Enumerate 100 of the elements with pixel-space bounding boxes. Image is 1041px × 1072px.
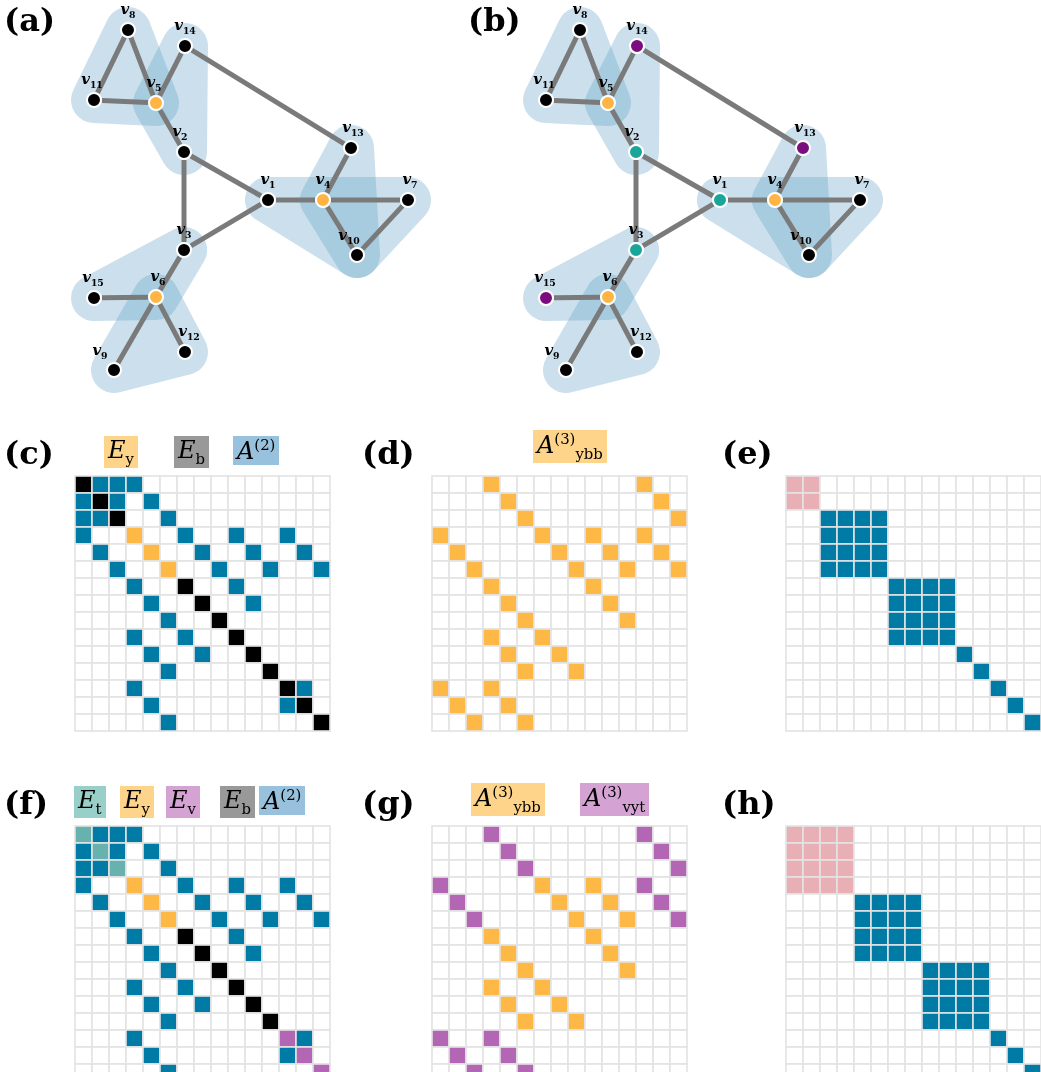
vertex-label: v$_{9}$ [92, 342, 108, 360]
vertex [628, 242, 644, 258]
vertex-label: v$_{10}$ [790, 227, 812, 245]
edge-line [128, 36, 156, 97]
vertex-label: v$_{12}$ [178, 323, 200, 341]
edge-line [609, 302, 636, 347]
legend-label: E$_{y}$ [104, 436, 138, 469]
vertex-label: v$_{8}$ [120, 1, 136, 19]
vertex [349, 247, 365, 263]
vertex-label: v$_{13}$ [342, 119, 364, 137]
legend-label: E$_{b}$ [220, 786, 256, 819]
edge-line [324, 153, 350, 195]
vertex [629, 344, 645, 360]
edge-line [553, 294, 601, 301]
edge-line [641, 201, 715, 249]
vertex-label: v$_{4}$ [767, 171, 783, 189]
vertex [400, 192, 416, 208]
legend-label: A$^{(2)}$ [233, 436, 280, 466]
edge-line [777, 205, 807, 250]
panel-label: (g) [362, 787, 415, 819]
edge-line [567, 302, 607, 365]
vertex-label: v$_{11}$ [81, 71, 103, 89]
vertex-label: v$_{6}$ [150, 268, 166, 286]
vertex [801, 247, 817, 263]
vertex [712, 192, 728, 208]
vertex-label: v$_{2}$ [624, 123, 640, 141]
edge-line [331, 197, 400, 203]
edge-line [189, 153, 263, 199]
edge-line [101, 97, 149, 106]
edge-line [580, 36, 608, 97]
edge-line [609, 255, 635, 292]
vertex-label: v$_{12}$ [630, 323, 652, 341]
vertex-label: v$_{5}$ [146, 74, 162, 92]
panel-label: (b) [468, 4, 521, 36]
edge-line [783, 197, 852, 203]
edge-line [642, 48, 798, 146]
edge-line [95, 36, 127, 94]
panel-label: (f) [4, 787, 49, 819]
panel-label: (h) [722, 787, 776, 819]
panel-label: (e) [722, 437, 773, 469]
vertex [315, 192, 331, 208]
vertex-label: v$_{15}$ [534, 269, 556, 287]
vertex-label: v$_{5}$ [598, 74, 614, 92]
edge-line [641, 153, 715, 199]
legend-label: A$^{(2)}$ [259, 786, 306, 816]
edge-line [101, 294, 149, 301]
panel-label: (a) [4, 4, 55, 36]
legend-label: E$_{y}$ [120, 786, 154, 819]
vertex-label: v$_{4}$ [315, 171, 331, 189]
vertex [572, 22, 588, 38]
vertex [629, 38, 645, 54]
vertex-label: v$_{1}$ [260, 171, 276, 189]
edge-line [157, 255, 183, 292]
vertex-label: v$_{14}$ [174, 17, 196, 35]
edge-line [157, 302, 184, 347]
vertex [177, 38, 193, 54]
vertex-label: v$_{7}$ [854, 171, 870, 189]
vertex-label: v$_{14}$ [626, 17, 648, 35]
edge-line [812, 204, 857, 251]
vertex-label: v$_{10}$ [338, 227, 360, 245]
vertex [176, 144, 192, 160]
edge-line [181, 160, 187, 242]
vertex [538, 290, 554, 306]
vertex [120, 22, 136, 38]
vertex-label: v$_{13}$ [794, 119, 816, 137]
edge-line [776, 153, 802, 195]
edge-line [276, 197, 315, 203]
legend-label: E$_{v}$ [166, 786, 200, 819]
vertex-label: v$_{11}$ [533, 71, 555, 89]
vertex [852, 192, 868, 208]
edge-line [633, 160, 639, 242]
vertex-label: v$_{7}$ [402, 171, 418, 189]
edge-line [157, 52, 184, 97]
edge-line [609, 52, 636, 97]
vertex-label: v$_{2}$ [172, 123, 188, 141]
edge-line [553, 97, 601, 106]
panel-label: (c) [4, 437, 54, 469]
vertex [177, 344, 193, 360]
panel-label: (d) [362, 437, 415, 469]
edge-line [325, 205, 355, 250]
vertex [343, 140, 359, 156]
edge-line [360, 204, 405, 251]
vertex-label: v$_{8}$ [572, 1, 588, 19]
vertex [795, 140, 811, 156]
vertex-label: v$_{6}$ [602, 268, 618, 286]
legend-label: E$_{t}$ [74, 786, 106, 819]
vertex [148, 95, 164, 111]
vertex [600, 289, 616, 305]
vertex [600, 95, 616, 111]
edge-line [157, 108, 183, 147]
vertex-label: v$_{3}$ [628, 221, 644, 239]
vertex [628, 144, 644, 160]
vertex [86, 290, 102, 306]
vertex [86, 92, 102, 108]
edge-line [189, 201, 263, 249]
edge-line [190, 48, 346, 146]
edge-line [728, 197, 767, 203]
vertex [767, 192, 783, 208]
vertex [148, 289, 164, 305]
vertex-label: v$_{1}$ [712, 171, 728, 189]
